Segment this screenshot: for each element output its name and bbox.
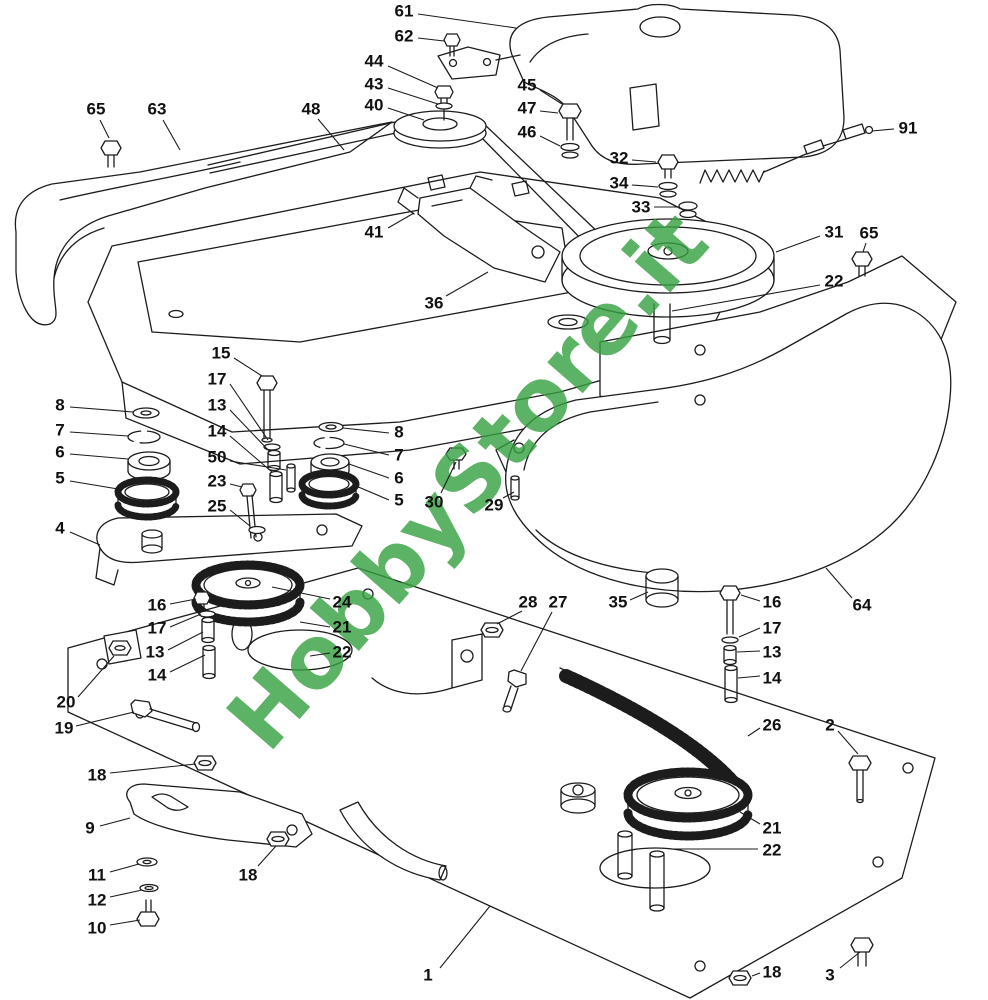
discharge-cover	[495, 302, 952, 593]
bottom-right-fasteners	[480, 622, 874, 986]
center-timing-pulley	[191, 560, 305, 627]
cover-bracket	[437, 33, 521, 80]
tension-spring-cable	[657, 123, 874, 219]
main-pulley	[561, 218, 775, 345]
belt-guard-cover	[509, 3, 845, 165]
right-stud-stack	[719, 585, 741, 704]
upper-belt	[207, 121, 603, 251]
base-plate	[67, 567, 936, 999]
idler-arm	[95, 513, 363, 586]
clutch-arm	[397, 175, 561, 283]
bottom-left-fasteners	[100, 140, 290, 927]
engine-pulley	[393, 85, 487, 149]
right-timing-pulley-belt	[559, 667, 753, 841]
front-bracket	[126, 783, 313, 848]
left-bearing-stack	[114, 407, 180, 521]
mid-fasteners	[558, 103, 582, 159]
right-bearing-stack	[298, 421, 360, 510]
mid-left-fasteners	[239, 375, 520, 539]
center-stud-stack	[193, 591, 216, 680]
spacer-bushing	[645, 568, 679, 608]
